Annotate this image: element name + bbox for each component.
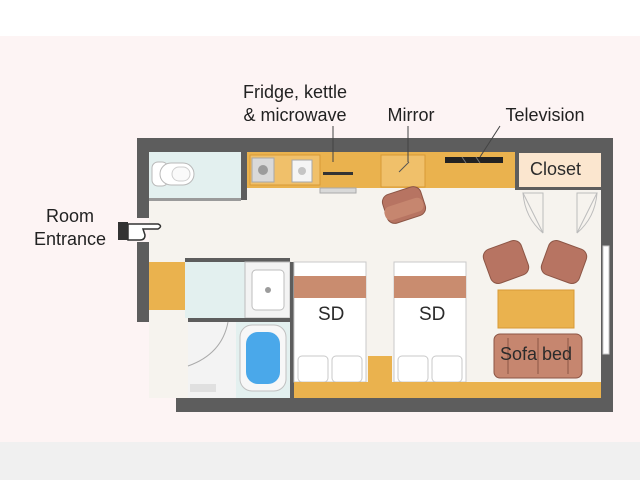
nightstand (368, 356, 392, 382)
mirror-label: Mirror (387, 105, 435, 125)
bed-left (293, 261, 367, 383)
bed-right (393, 261, 467, 383)
room-entrance-label: Room Entrance (25, 205, 115, 251)
top-margin (0, 0, 640, 36)
room-entrance-label-line2: Entrance (33, 229, 107, 249)
wood-strip (294, 382, 601, 398)
room-entrance-label-line1: Room (45, 206, 94, 226)
entrance-opening (149, 218, 161, 242)
kitchen-counter (247, 152, 515, 194)
closet-label: Closet (530, 159, 582, 179)
fridge-label-line2: & microwave (243, 105, 347, 125)
desk-chair (381, 186, 427, 224)
armchairs (482, 239, 588, 285)
television-label: Television (505, 105, 585, 125)
coffee-table (497, 289, 575, 329)
bed-left-label: SD (318, 304, 345, 325)
pointing-hand-icon (118, 222, 162, 241)
toilet-room (149, 152, 247, 201)
bottom-band (0, 442, 640, 480)
label-leaders (332, 125, 501, 162)
bed-right-label: SD (419, 304, 446, 325)
bathroom (149, 258, 294, 398)
fridge-label-line1: Fridge, kettle (242, 82, 348, 102)
walls (137, 138, 613, 412)
fridge-label: Fridge, kettle & microwave (230, 81, 360, 127)
closet (515, 152, 601, 234)
sofa-bed-label: Sofa bed (500, 344, 573, 364)
sofa-bed (493, 333, 583, 379)
window (602, 245, 610, 355)
